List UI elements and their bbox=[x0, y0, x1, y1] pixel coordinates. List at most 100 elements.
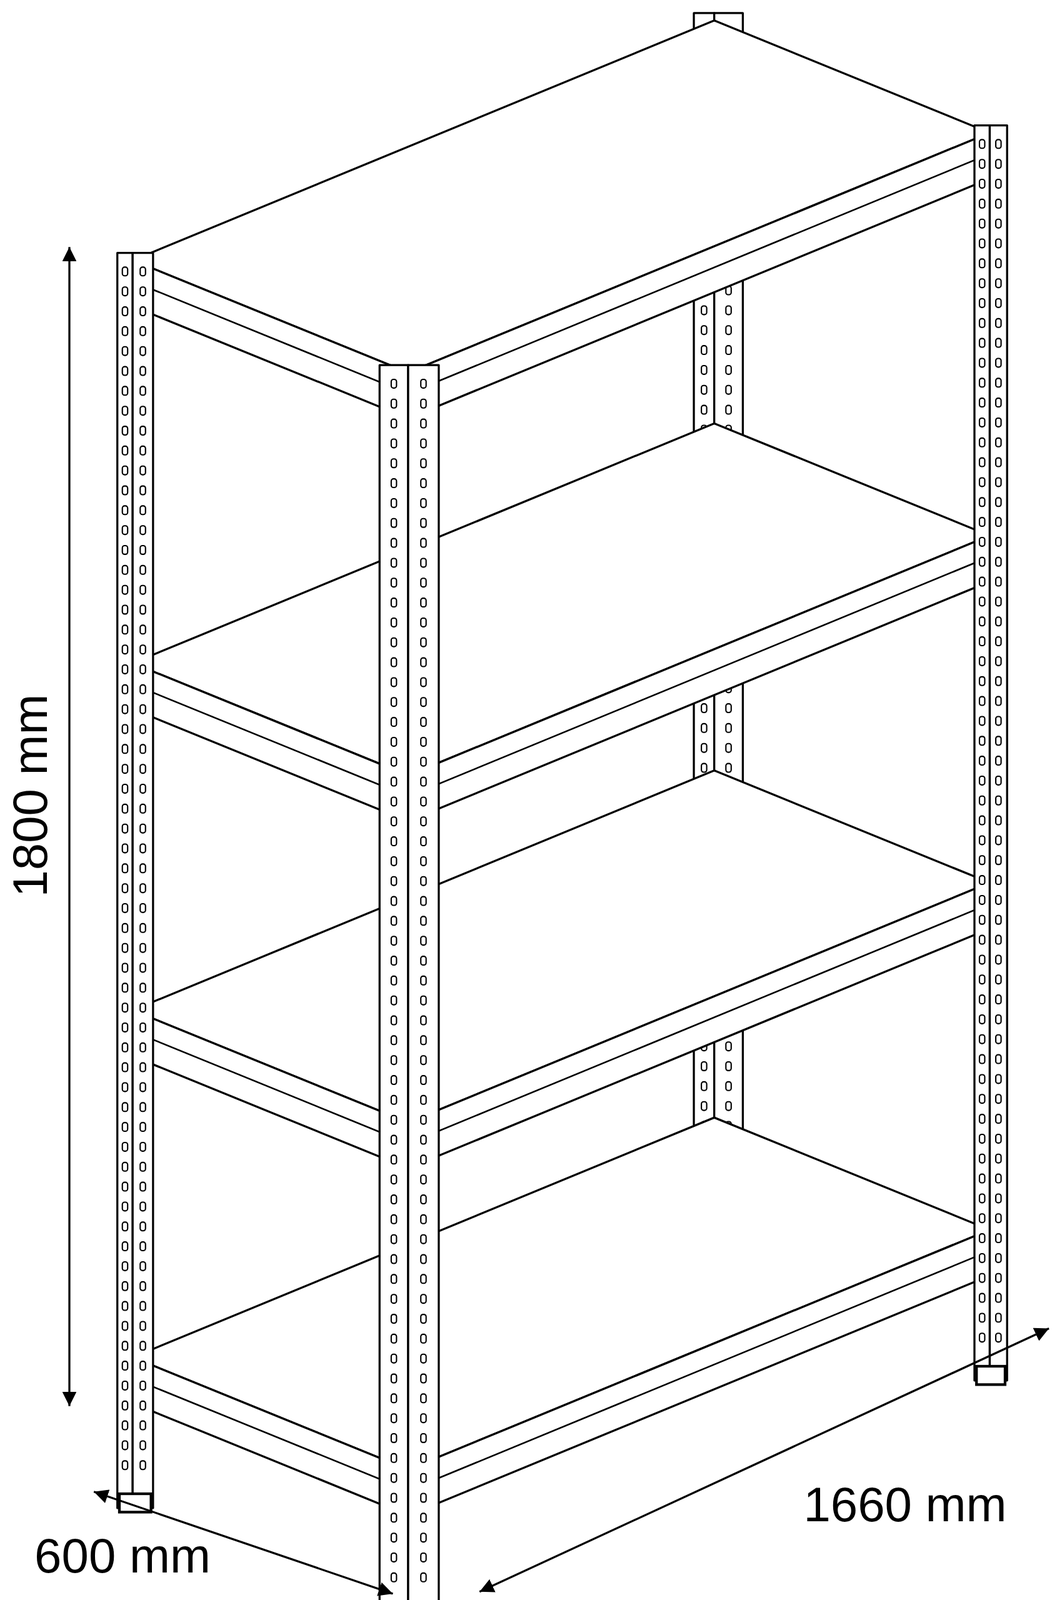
post-hole bbox=[420, 1215, 426, 1224]
post-hole bbox=[122, 1262, 128, 1271]
post-flange bbox=[989, 125, 1007, 1381]
post-hole bbox=[122, 286, 128, 296]
post-hole bbox=[140, 1122, 146, 1132]
post-hole bbox=[140, 863, 146, 873]
post-hole bbox=[140, 883, 146, 893]
post-hole bbox=[140, 983, 146, 992]
post-flange bbox=[379, 365, 409, 1600]
post-hole bbox=[391, 757, 397, 767]
post-hole bbox=[420, 419, 426, 429]
post-hole bbox=[420, 1573, 426, 1583]
post-hole bbox=[391, 796, 397, 806]
post-hole bbox=[420, 1294, 426, 1304]
post-hole bbox=[391, 1393, 397, 1403]
post-hole bbox=[140, 1262, 146, 1271]
post-hole bbox=[391, 1553, 397, 1563]
post-hole bbox=[122, 1242, 128, 1251]
post-hole bbox=[140, 1302, 146, 1311]
post-hole bbox=[140, 943, 146, 953]
post-hole bbox=[122, 266, 128, 276]
post-hole bbox=[995, 596, 1001, 606]
post-hole bbox=[420, 1175, 426, 1184]
post-hole bbox=[391, 856, 397, 866]
post-hole bbox=[995, 1233, 1001, 1243]
post-hole bbox=[979, 1253, 985, 1263]
post-hole bbox=[140, 625, 146, 634]
post-hole bbox=[420, 1533, 426, 1543]
post-hole bbox=[420, 777, 426, 787]
post-hole bbox=[420, 438, 426, 448]
post-hole bbox=[701, 405, 707, 415]
post-hole bbox=[420, 1493, 426, 1503]
post-hole bbox=[701, 723, 707, 733]
post-hole bbox=[122, 1102, 128, 1112]
post-hole bbox=[140, 1083, 146, 1093]
post-hole bbox=[979, 995, 985, 1004]
post-hole bbox=[122, 844, 128, 854]
post-hole bbox=[140, 844, 146, 854]
post-hole bbox=[420, 1374, 426, 1384]
post-hole bbox=[979, 1233, 985, 1243]
post-hole bbox=[420, 458, 426, 468]
post-hole bbox=[995, 955, 1001, 964]
post-hole bbox=[979, 179, 985, 189]
dimension-label: 1800 mm bbox=[3, 693, 58, 897]
post-hole bbox=[420, 737, 426, 747]
post-flange bbox=[408, 365, 439, 1600]
post-hole bbox=[122, 883, 128, 893]
side-beam bbox=[132, 663, 409, 822]
post-hole bbox=[122, 784, 128, 794]
post-hole bbox=[979, 1015, 985, 1024]
post-hole bbox=[140, 804, 146, 814]
post-hole bbox=[140, 764, 146, 774]
post-hole bbox=[979, 1313, 985, 1323]
post-hole bbox=[122, 943, 128, 953]
post-hole bbox=[979, 616, 985, 626]
post-hole bbox=[979, 1035, 985, 1044]
post-hole bbox=[995, 1035, 1001, 1044]
post-hole bbox=[979, 239, 985, 249]
post-hole bbox=[420, 538, 426, 548]
post-hole bbox=[701, 703, 707, 713]
post-hole bbox=[979, 1293, 985, 1303]
post-hole bbox=[979, 1193, 985, 1203]
post-hole bbox=[979, 1273, 985, 1283]
post-hole bbox=[420, 1095, 426, 1105]
post-hole bbox=[391, 816, 397, 826]
post-hole bbox=[122, 1182, 128, 1192]
beam-edge bbox=[132, 281, 409, 394]
post-hole bbox=[391, 419, 397, 429]
post-hole bbox=[420, 399, 426, 409]
post-hole bbox=[140, 1282, 146, 1291]
post-hole bbox=[420, 796, 426, 806]
post-hole bbox=[701, 1082, 707, 1091]
post-hole bbox=[995, 199, 1001, 209]
post-hole bbox=[979, 219, 985, 229]
post-hole bbox=[420, 836, 426, 846]
post-hole bbox=[122, 605, 128, 615]
post-hole bbox=[122, 824, 128, 834]
post-hole bbox=[140, 326, 146, 336]
post-hole bbox=[122, 326, 128, 336]
post-hole bbox=[140, 1440, 146, 1450]
post-hole bbox=[122, 406, 128, 416]
post-hole bbox=[140, 466, 146, 476]
post-hole bbox=[122, 545, 128, 555]
post-hole bbox=[420, 996, 426, 1006]
post-hole bbox=[725, 1082, 731, 1091]
post-hole bbox=[140, 565, 146, 575]
post-hole bbox=[140, 605, 146, 615]
post-hole bbox=[995, 915, 1001, 925]
post-hole bbox=[420, 658, 426, 667]
post-hole bbox=[701, 305, 707, 315]
height-dimension-line bbox=[68, 246, 71, 1406]
post-hole bbox=[122, 804, 128, 814]
post-hole bbox=[122, 1282, 128, 1291]
front-beam bbox=[408, 1230, 990, 1516]
post-hole bbox=[420, 578, 426, 587]
post-hole bbox=[995, 258, 1001, 268]
post-hole bbox=[420, 1135, 426, 1145]
post-hole bbox=[979, 398, 985, 407]
post-hole bbox=[995, 318, 1001, 328]
